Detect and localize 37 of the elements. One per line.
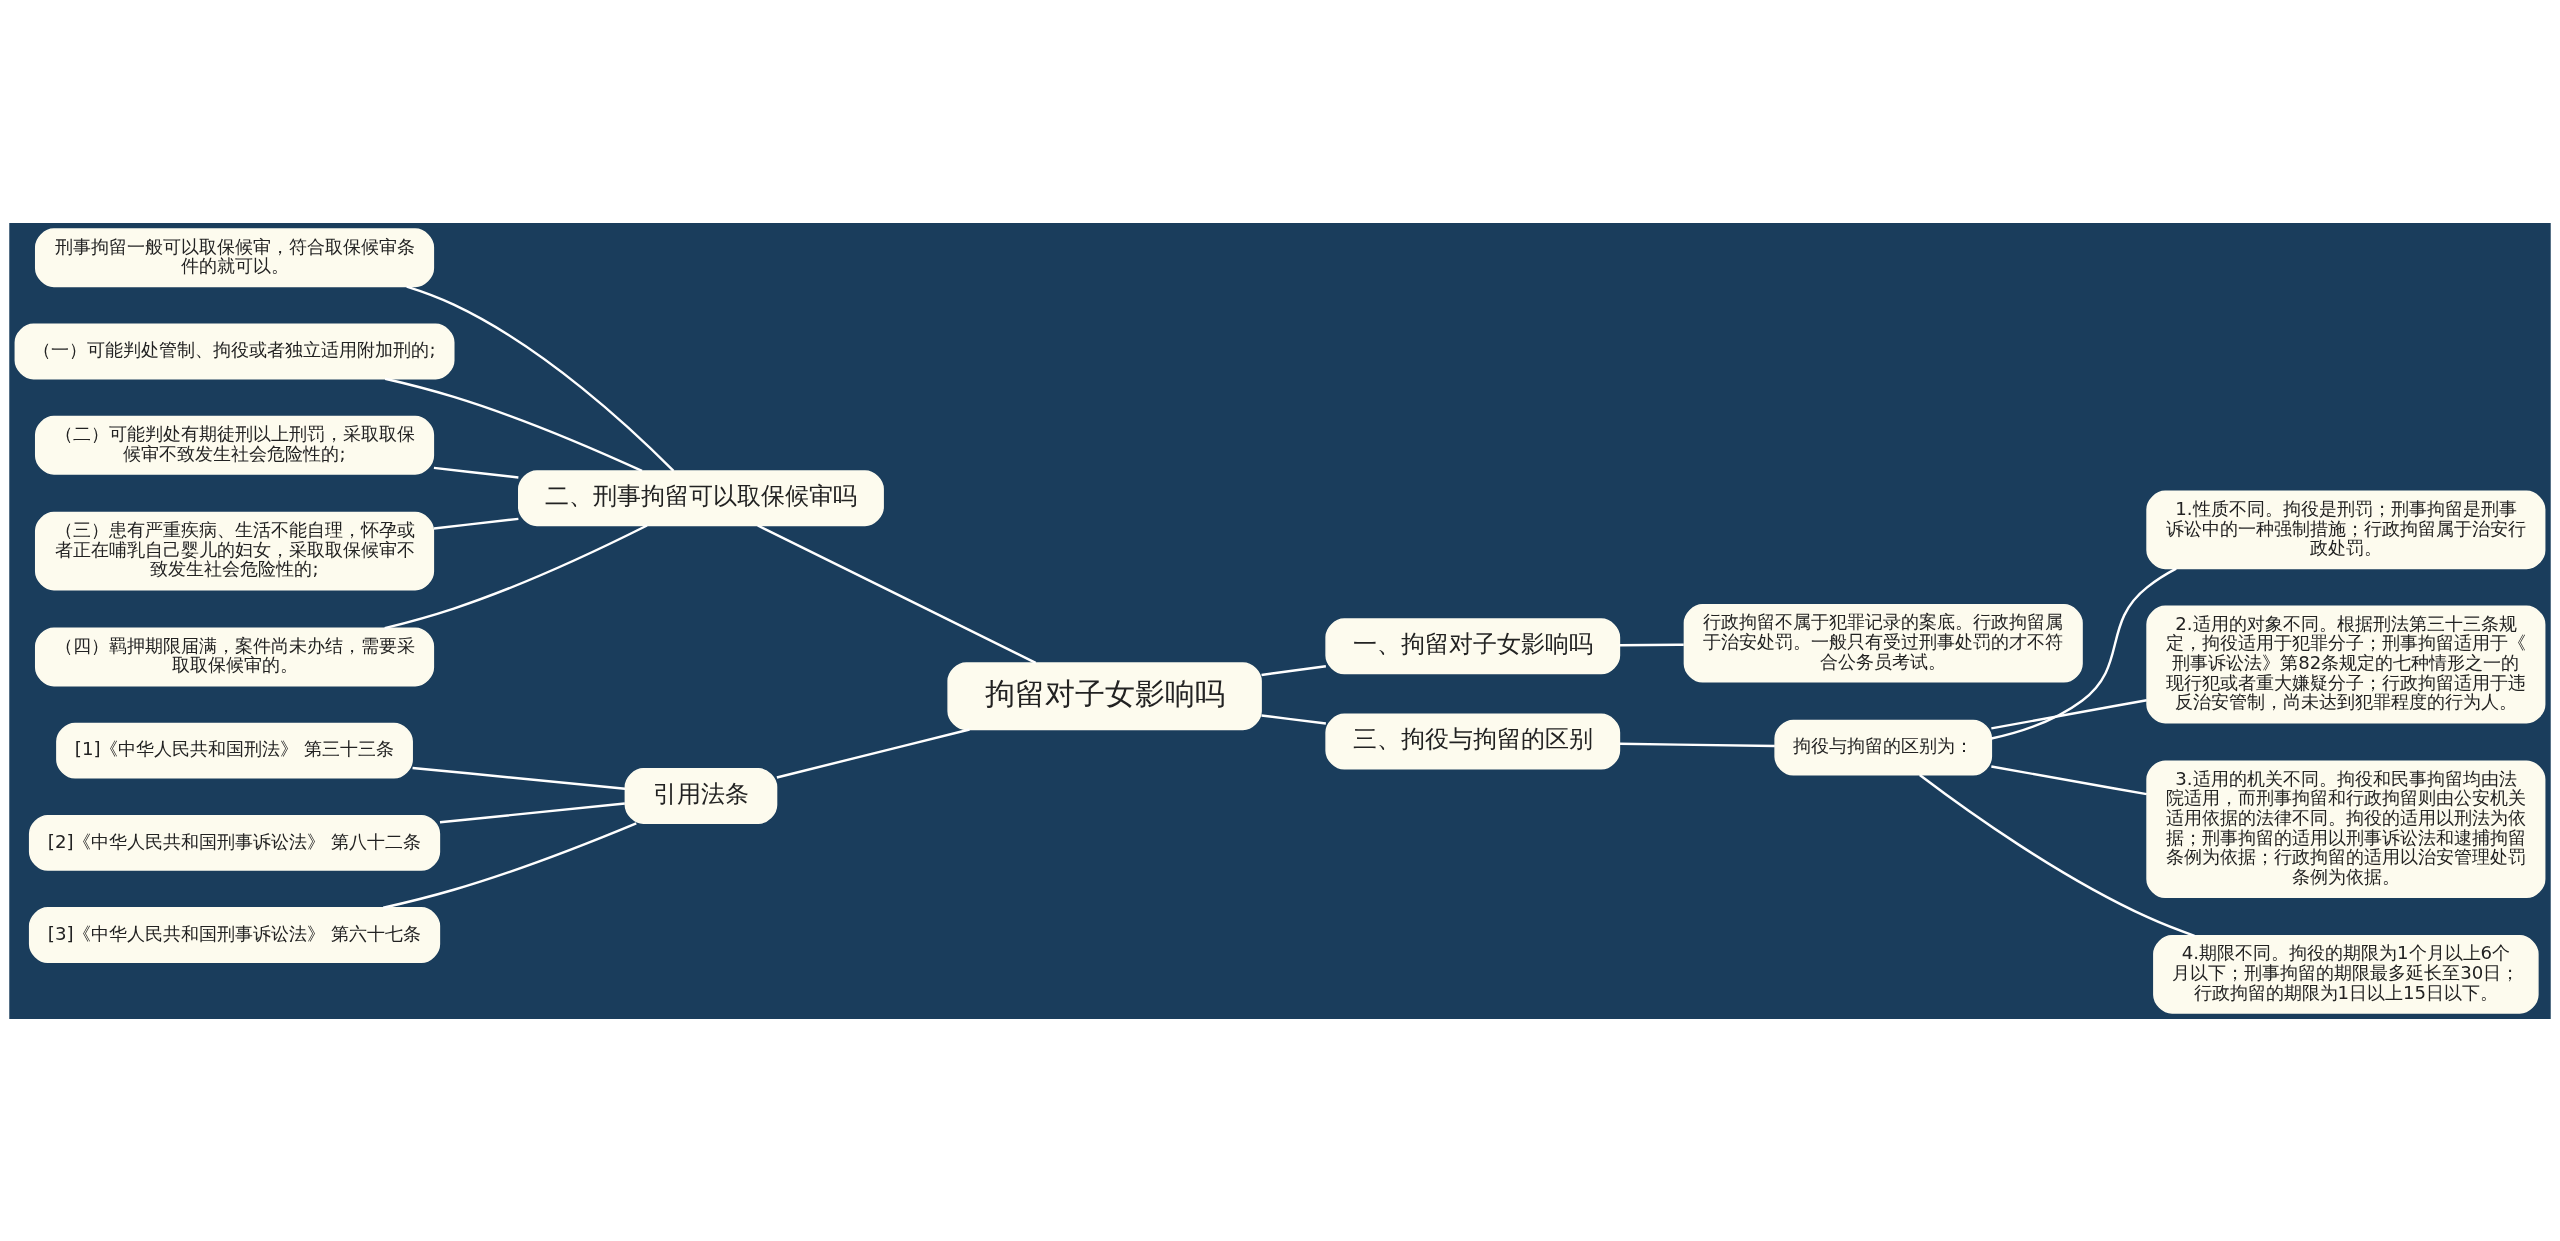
connector: [1261, 713, 1326, 725]
node-box: 2.适用的对象不同。根据刑法第三十三条规定，拘役适用于犯罪分子；刑事拘留适用于《刑事诉讼法》第82条规定的七种情形之一的现行犯或者重大嫌疑分子；行政拘留适用于违反治安管制，尚未达到犯罪程度的行为人。: [2146, 605, 2546, 723]
node-box: 4.期限不同。拘役的期限为1个月以上6个月以下；刑事拘留的期限最多延长至30日；行政拘留的期限为1日以上15日以下。: [2153, 934, 2539, 1014]
node-box: 3.适用的机关不同。拘役和民事拘留均由法院适用，而刑事拘留和行政拘留则由公安机关适用依据的法律不同。拘役的适用以刑法为依据；刑事拘留的适用以刑事诉讼法和逮捕拘留条例为依据；行政拘留的适用以治安管理处罚条例为依据。: [2146, 759, 2546, 898]
node-box: 拘役与拘留的区别为：: [1774, 719, 1993, 776]
connector: [757, 523, 1037, 664]
connector: [1619, 643, 1684, 646]
connector: [382, 821, 637, 909]
connector: [384, 377, 643, 472]
node-box: （四）羁押期限届满，案件尚未办结，需要采取取保候审的。: [34, 626, 435, 686]
connector: [1991, 764, 2147, 795]
node-box: 拘留对子女影响吗: [947, 661, 1262, 730]
connector: [1991, 567, 2177, 740]
node-box: [3]《中华人民共和国刑事诉讼法》 第六十七条: [28, 906, 441, 963]
node-box: 引用法条: [624, 767, 778, 824]
connector: [1261, 664, 1327, 676]
connector: [1619, 742, 1775, 747]
node-box: 刑事拘留一般可以取保候审，符合取保候审条件的就可以。: [34, 227, 435, 287]
node-box: 行政拘留不属于犯罪记录的案底。行政拘留属于治安处罚。一般只有受过刑事处罚的才不符合公务员考试。: [1683, 603, 2083, 683]
connector: [412, 766, 626, 790]
node-box: （一）可能判处管制、拘役或者独立适用附加刑的;: [14, 323, 455, 379]
node-box: （二）可能判处有期徒刑以上刑罚，采取取保候审不致发生社会危险性的;: [34, 415, 435, 475]
connector: [439, 801, 625, 823]
node-box: [2]《中华人民共和国刑事诉讼法》 第八十二条: [28, 814, 441, 871]
node-box: 一、拘留对子女影响吗: [1325, 617, 1621, 674]
connector: [406, 284, 675, 472]
connector: [384, 523, 648, 629]
node-box: 1.性质不同。拘役是刑罚；刑事拘留是刑事诉讼中的一种强制措施；行政拘留属于治安行政处罚。: [2146, 490, 2546, 569]
node-box: 二、刑事拘留可以取保候审吗: [518, 469, 884, 526]
node-box: 三、拘役与拘留的区别: [1325, 713, 1621, 770]
connector: [1919, 773, 2195, 937]
connector: [776, 727, 970, 779]
node-box: （三）患有严重疾病、生活不能自理，怀孕或者正在哺乳自己婴儿的妇女，采取取保候审不致发生社会危险性的;: [34, 511, 435, 590]
connector: [1991, 698, 2147, 730]
node-box: [1]《中华人民共和国刑法》 第三十三条: [56, 722, 413, 779]
connector: [433, 466, 519, 479]
connector: [433, 517, 519, 530]
